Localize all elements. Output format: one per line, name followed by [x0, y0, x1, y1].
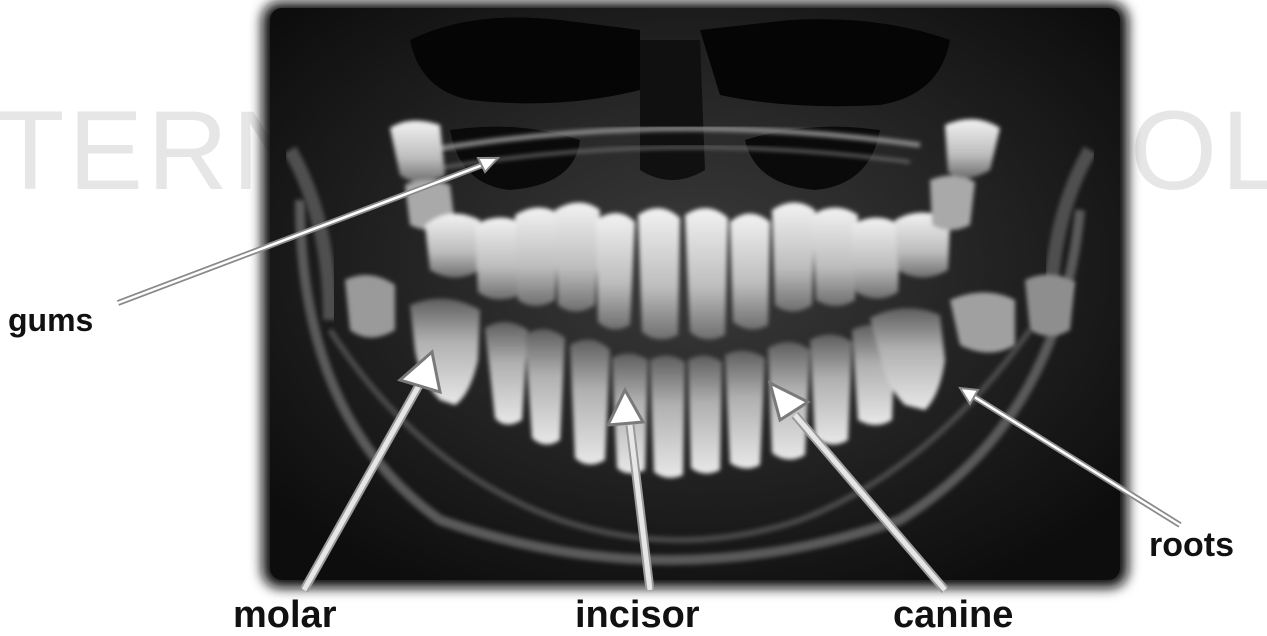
label-incisor: incisor	[575, 596, 700, 634]
label-gums: gums	[8, 304, 93, 336]
label-roots: roots	[1149, 528, 1234, 562]
label-canine: canine	[893, 596, 1013, 634]
label-molar: molar	[233, 596, 336, 634]
